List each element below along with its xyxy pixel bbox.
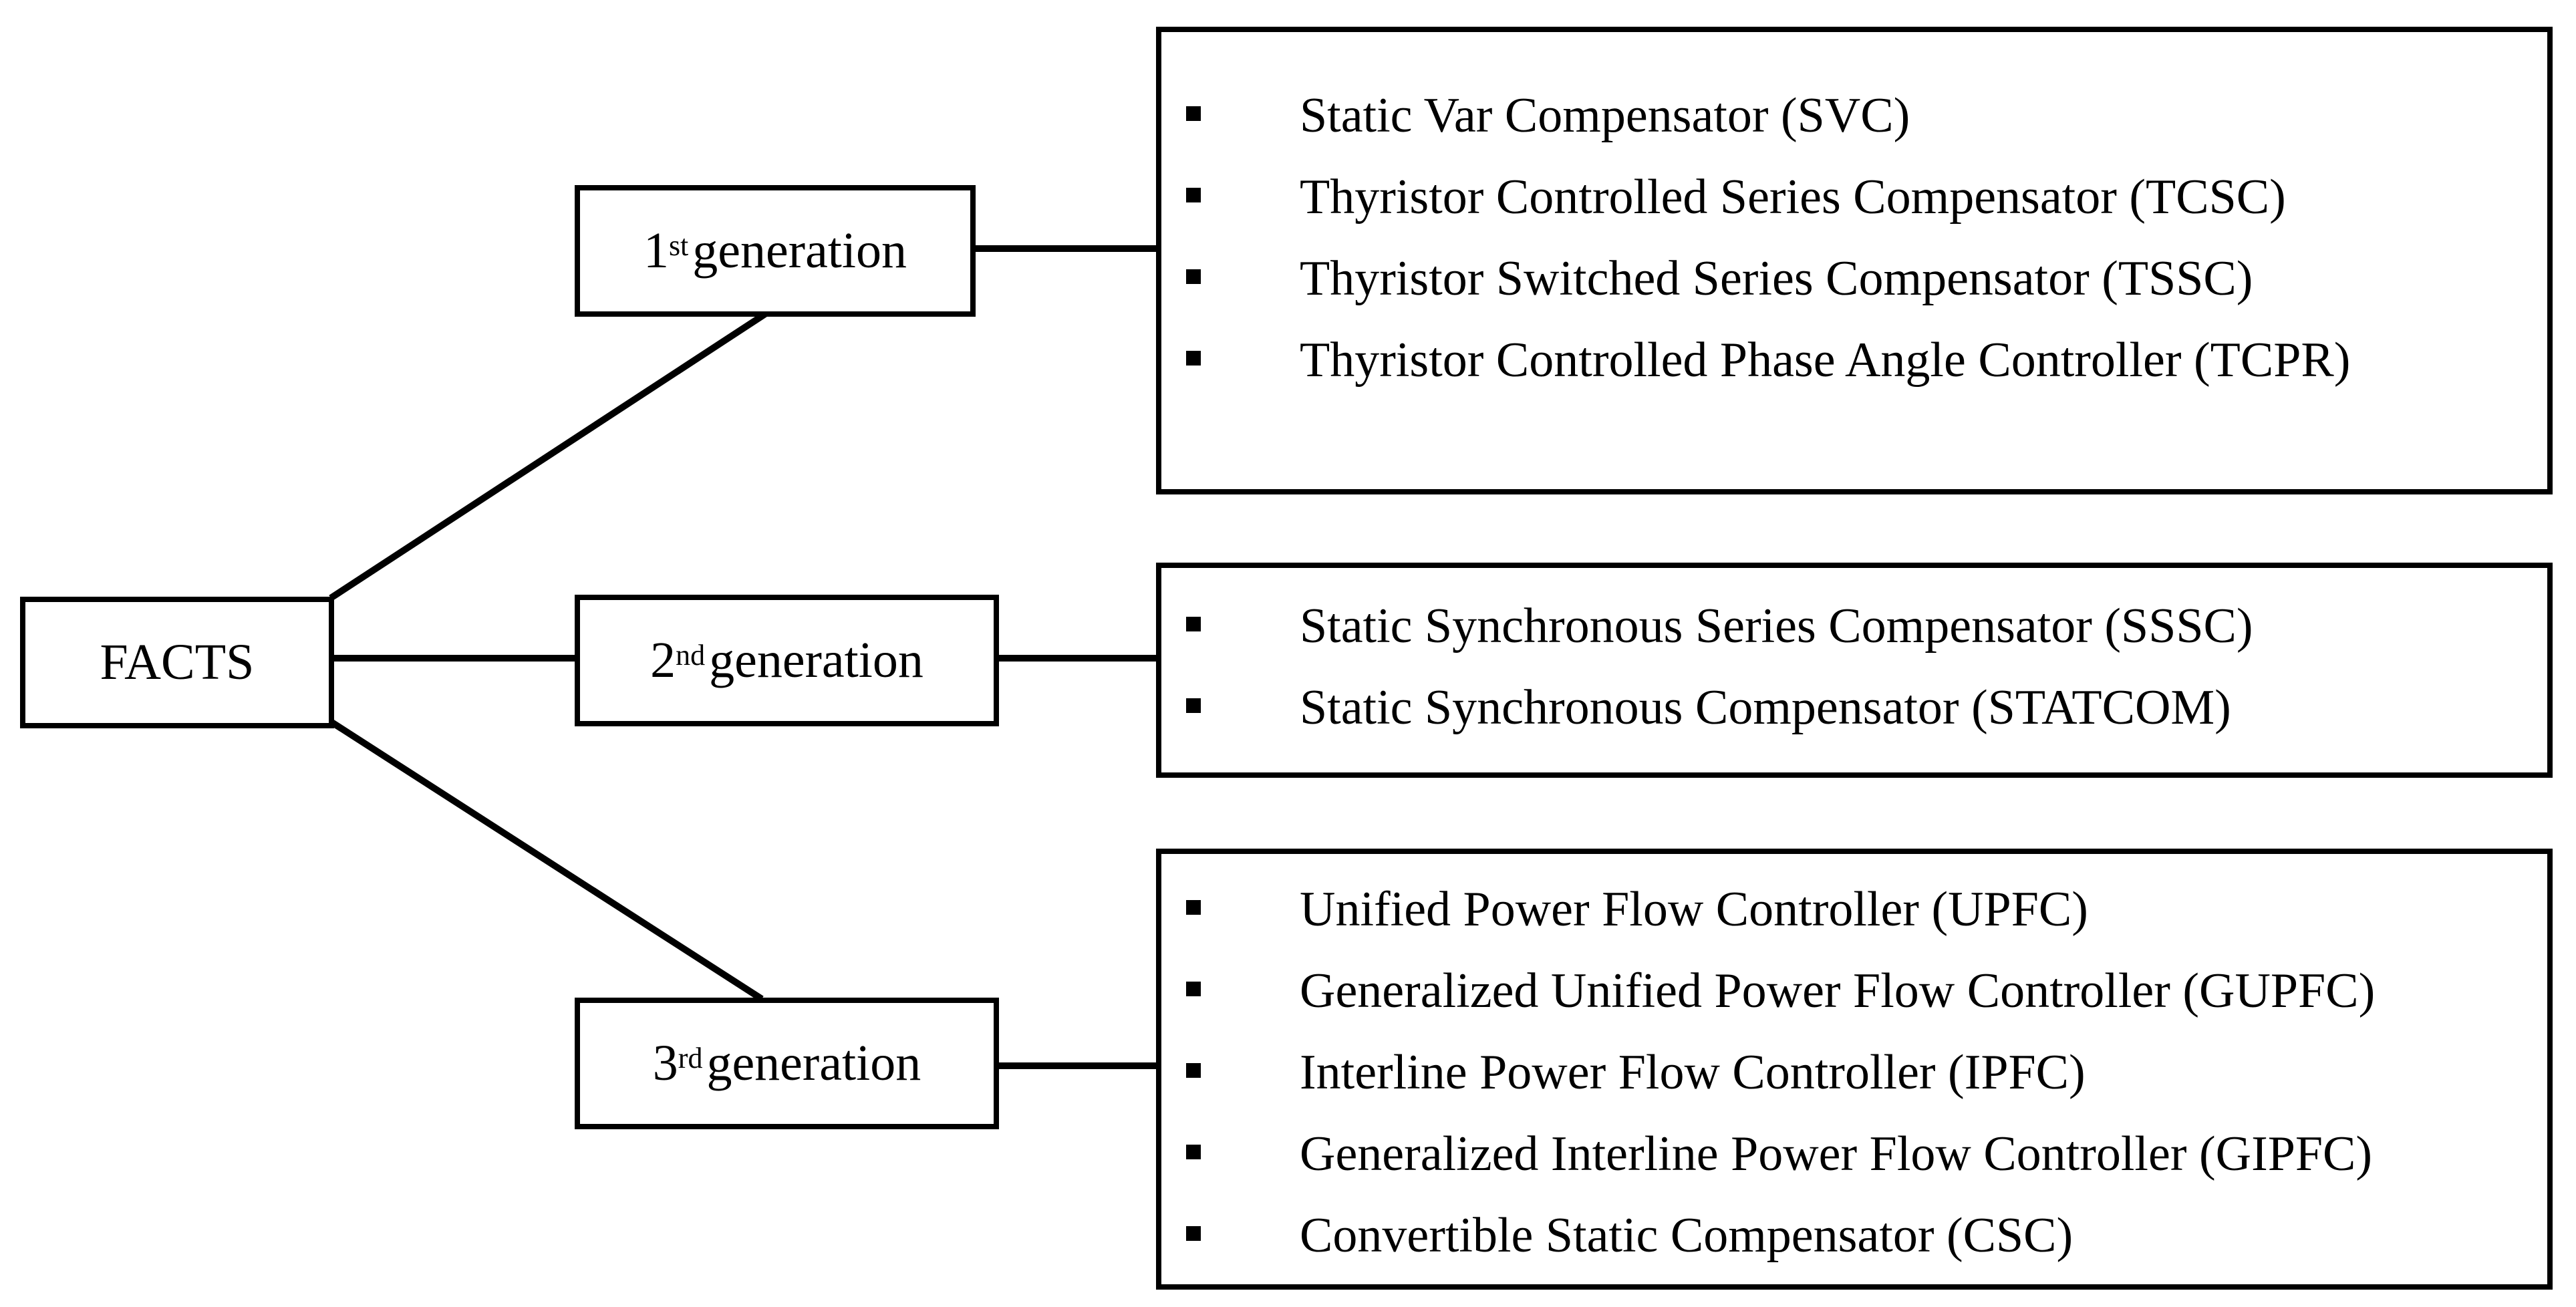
list-item: Generalized Interline Power Flow Control… [1186, 1113, 2375, 1195]
list-item: Static Synchronous Series Compensator (S… [1186, 585, 2253, 667]
connector-facts-to-gen3 [329, 718, 764, 1002]
bullet-icon [1186, 1063, 1201, 1078]
device-label: Generalized Interline Power Flow Control… [1300, 1127, 2373, 1181]
gen1-suffix: st [668, 229, 689, 262]
device-label: Static Synchronous Series Compensator (S… [1300, 599, 2253, 654]
gen3-label: generation [706, 1035, 921, 1091]
bullet-icon [1186, 269, 1201, 284]
connector-facts-to-gen1 [329, 311, 767, 601]
gen2-list-box [1156, 563, 2553, 778]
gen3-number: 3 [652, 1035, 678, 1091]
bullet-icon [1186, 617, 1201, 631]
gen2-device-list: Static Synchronous Series Compensator (S… [1186, 585, 2253, 748]
gen1-device-list: Static Var Compensator (SVC) Thyristor C… [1186, 75, 2350, 401]
gen2-label: generation [709, 632, 923, 688]
list-item: Thyristor Controlled Phase Angle Control… [1186, 319, 2350, 401]
bullet-icon [1186, 698, 1201, 713]
bullet-icon [1186, 188, 1201, 202]
list-item: Static Var Compensator (SVC) [1186, 75, 2350, 156]
bullet-icon [1186, 982, 1201, 996]
list-item: Convertible Static Compensator (CSC) [1186, 1195, 2375, 1276]
bullet-icon [1186, 1226, 1201, 1241]
gen1-label: generation [692, 223, 907, 279]
list-item: Generalized Unified Power Flow Controlle… [1186, 950, 2375, 1032]
gen3-list-box [1156, 849, 2553, 1290]
device-label: Static Var Compensator (SVC) [1300, 88, 1910, 143]
bullet-icon [1186, 106, 1201, 121]
facts-node: FACTS [20, 597, 334, 728]
gen1-list-box [1156, 27, 2553, 494]
bullet-icon [1186, 900, 1201, 915]
gen1-number: 1 [643, 223, 669, 279]
device-label: Static Synchronous Compensator (STATCOM) [1300, 680, 2231, 735]
device-label: Interline Power Flow Controller (IPFC) [1300, 1045, 2086, 1100]
bullet-icon [1186, 1145, 1201, 1159]
device-label: Generalized Unified Power Flow Controlle… [1300, 964, 2376, 1018]
gen2-number: 2 [650, 632, 676, 688]
list-item: Thyristor Controlled Series Compensator … [1186, 156, 2350, 238]
gen2-suffix: nd [676, 639, 706, 672]
bullet-icon [1186, 351, 1201, 366]
gen3-suffix: rd [678, 1042, 703, 1074]
device-label: Thyristor Controlled Series Compensator … [1300, 170, 2286, 225]
list-item: Thyristor Switched Series Compensator (T… [1186, 238, 2350, 319]
list-item: Static Synchronous Compensator (STATCOM) [1186, 667, 2253, 748]
device-label: Unified Power Flow Controller (UPFC) [1300, 882, 2088, 937]
list-item: Unified Power Flow Controller (UPFC) [1186, 869, 2375, 950]
device-label: Convertible Static Compensator (CSC) [1300, 1208, 2073, 1263]
facts-label: FACTS [100, 634, 255, 690]
device-label: Thyristor Controlled Phase Angle Control… [1300, 333, 2351, 388]
list-item: Interline Power Flow Controller (IPFC) [1186, 1032, 2375, 1113]
device-label: Thyristor Switched Series Compensator (T… [1300, 251, 2253, 306]
gen3-device-list: Unified Power Flow Controller (UPFC) Gen… [1186, 869, 2375, 1276]
